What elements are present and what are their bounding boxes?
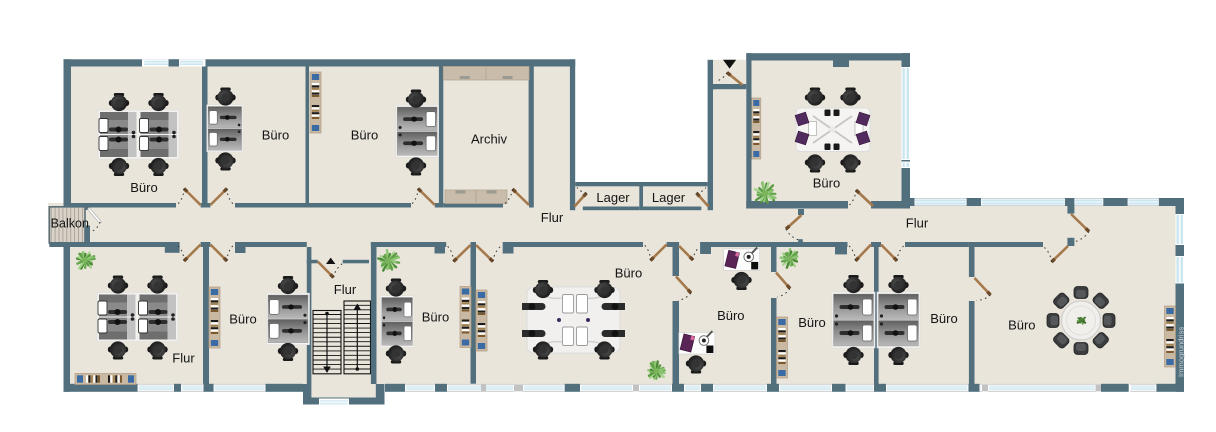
svg-text:Lager: Lager xyxy=(652,190,686,205)
svg-text:Büro: Büro xyxy=(798,315,825,330)
svg-text:Lager: Lager xyxy=(596,190,630,205)
svg-text:Flur: Flur xyxy=(541,210,564,225)
svg-text:Büro: Büro xyxy=(930,311,957,326)
svg-text:Flur: Flur xyxy=(334,282,357,297)
svg-text:Büro: Büro xyxy=(351,128,378,143)
svg-text:Büro: Büro xyxy=(615,266,642,281)
svg-text:Flur: Flur xyxy=(906,216,929,231)
svg-text:Büro: Büro xyxy=(1008,318,1035,333)
svg-text:Archiv: Archiv xyxy=(471,132,508,147)
svg-text:Büro: Büro xyxy=(422,310,449,325)
svg-text:Büro: Büro xyxy=(717,308,744,323)
svg-text:Immogrundriss: Immogrundriss xyxy=(1177,327,1186,377)
svg-text:Flur: Flur xyxy=(172,351,195,366)
svg-text:Büro: Büro xyxy=(130,180,157,195)
svg-text:Büro: Büro xyxy=(229,312,256,327)
svg-text:Büro: Büro xyxy=(262,128,289,143)
svg-text:Balkon: Balkon xyxy=(51,217,89,231)
svg-text:Büro: Büro xyxy=(813,176,840,191)
